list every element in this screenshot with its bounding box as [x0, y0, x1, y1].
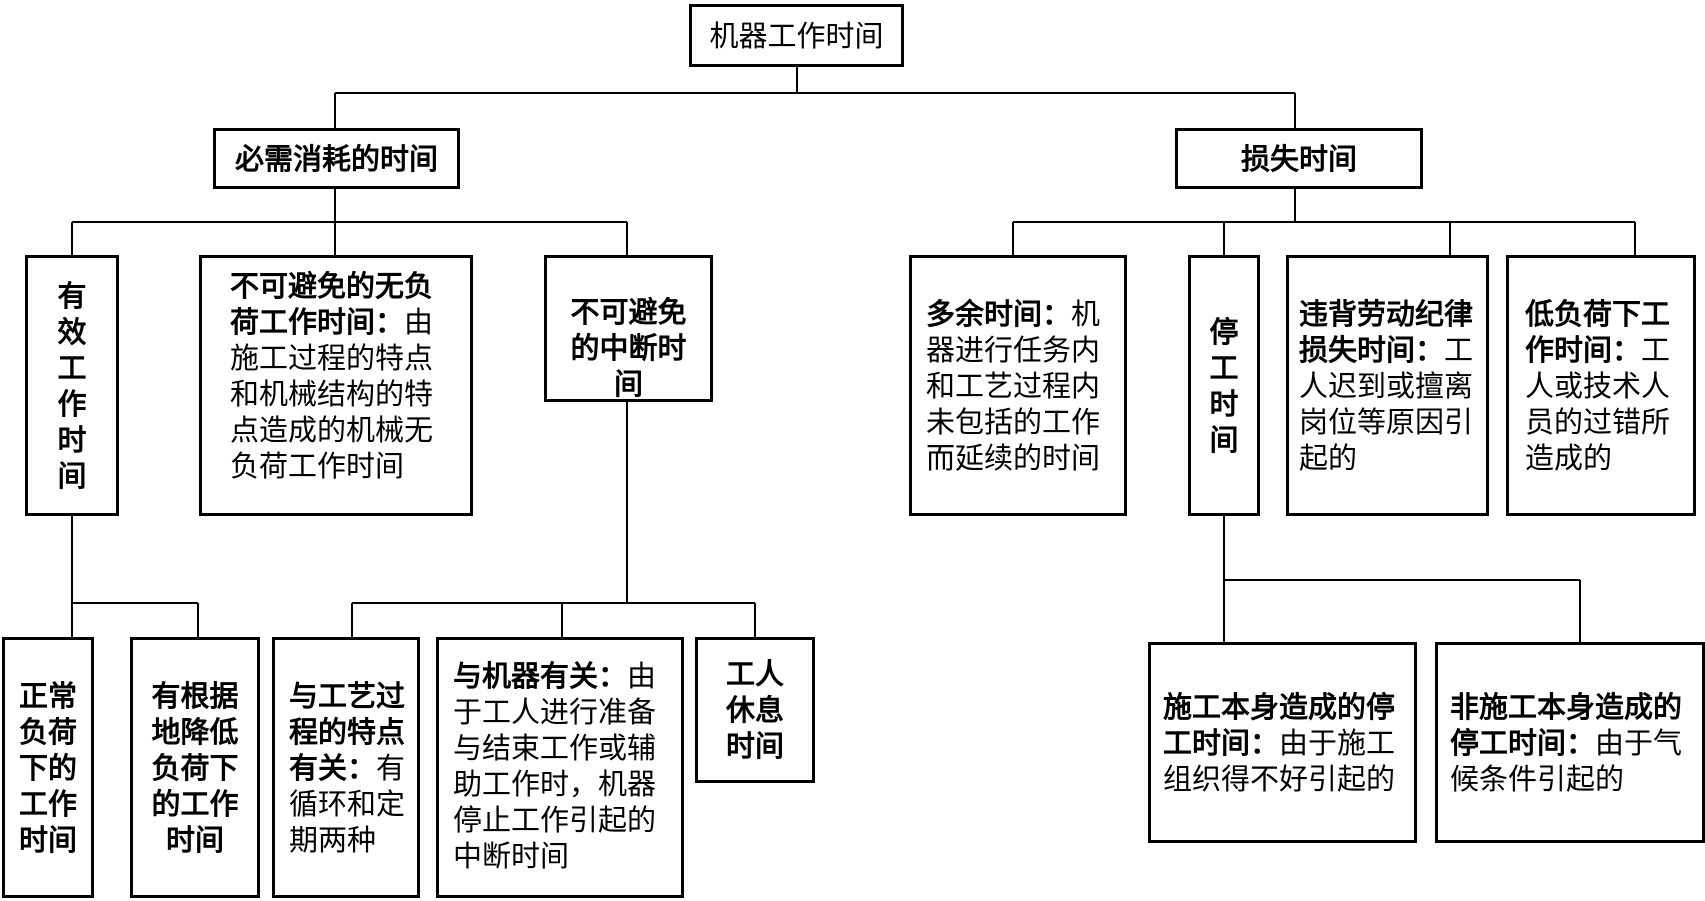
loss-time-label: 损失时间 [1240, 141, 1357, 176]
stoppage-label: 停工时间 [1209, 314, 1239, 457]
non-construction-stop-head: 非施工本身造成的停工时间： [1450, 690, 1683, 760]
effective-work-node: 有效工作时间 [25, 255, 119, 516]
worker-rest-label: 工人休息时间 [725, 657, 784, 763]
reduced-load-node: 有根据地降低负荷下的工作时间 [130, 637, 260, 898]
construction-stop-node: 施工本身造成的停工时间：由于施工组织得不好引起的 [1148, 642, 1417, 843]
machine-related-head: 与机器有关： [453, 659, 628, 693]
normal-load-label: 正常负荷下的工作时间 [19, 678, 78, 857]
worker-rest-node: 工人休息时间 [695, 637, 815, 783]
normal-load-node: 正常负荷下的工作时间 [2, 637, 94, 898]
root-label: 机器工作时间 [709, 18, 884, 53]
effective-work-label: 有效工作时间 [57, 278, 87, 493]
necessary-time-node: 必需消耗的时间 [213, 128, 460, 189]
reduced-load-label: 有根据地降低负荷下的工作时间 [151, 678, 239, 857]
excess-time-body: 机器进行任务内和工艺过程内未包括的工作而延续的时间 [926, 297, 1101, 475]
non-construction-stop-node: 非施工本身造成的停工时间：由于气候条件引起的 [1435, 642, 1705, 843]
noload-work-node: 不可避免的无负荷工作时间：由施工过程的特点和机械结构的特点造成的机械无负荷工作时… [199, 255, 473, 516]
process-related-node: 与工艺过程的特点有关：有循环和定期两种 [272, 637, 420, 898]
root-node: 机器工作时间 [689, 4, 904, 67]
process-related-body: 有循环和定期两种 [289, 751, 406, 857]
discipline-head: 违背劳动纪律损失时间： [1299, 297, 1474, 367]
interrupt-label: 不可避免的中断时间 [570, 295, 687, 401]
discipline-node: 违背劳动纪律损失时间：工人迟到或擅离岗位等原因引起的 [1286, 255, 1489, 516]
excess-time-head: 多余时间： [926, 297, 1072, 331]
excess-time-node: 多余时间：机器进行任务内和工艺过程内未包括的工作而延续的时间 [909, 255, 1127, 516]
low-load-body: 工人或技术人员的过错所造成的 [1525, 333, 1671, 475]
machine-related-body: 由于工人进行准备与结束工作或辅助工作时，机器停止工作引起的中断时间 [453, 659, 657, 873]
loss-time-node: 损失时间 [1175, 128, 1423, 189]
machine-related-node: 与机器有关：由于工人进行准备与结束工作或辅助工作时，机器停止工作引起的中断时间 [436, 637, 684, 898]
low-load-head: 低负荷下工作时间： [1525, 297, 1671, 367]
stoppage-node: 停工时间 [1188, 255, 1260, 516]
discipline-body: 工人迟到或擅离岗位等原因引起的 [1299, 333, 1474, 475]
interrupt-node: 不可避免的中断时间 [544, 255, 713, 402]
construction-stop-head: 施工本身造成的停工时间： [1163, 690, 1396, 760]
process-related-head: 与工艺过程的特点有关： [289, 679, 406, 785]
necessary-time-label: 必需消耗的时间 [234, 141, 438, 176]
low-load-node: 低负荷下工作时间：工人或技术人员的过错所造成的 [1506, 255, 1696, 516]
non-construction-stop-body: 由于气候条件引起的 [1450, 726, 1683, 796]
noload-work-head: 不可避免的无负荷工作时间： [230, 269, 434, 339]
noload-work-body: 由施工过程的特点和机械结构的特点造成的机械无负荷工作时间 [230, 305, 434, 483]
construction-stop-body: 由于施工组织得不好引起的 [1163, 726, 1396, 796]
